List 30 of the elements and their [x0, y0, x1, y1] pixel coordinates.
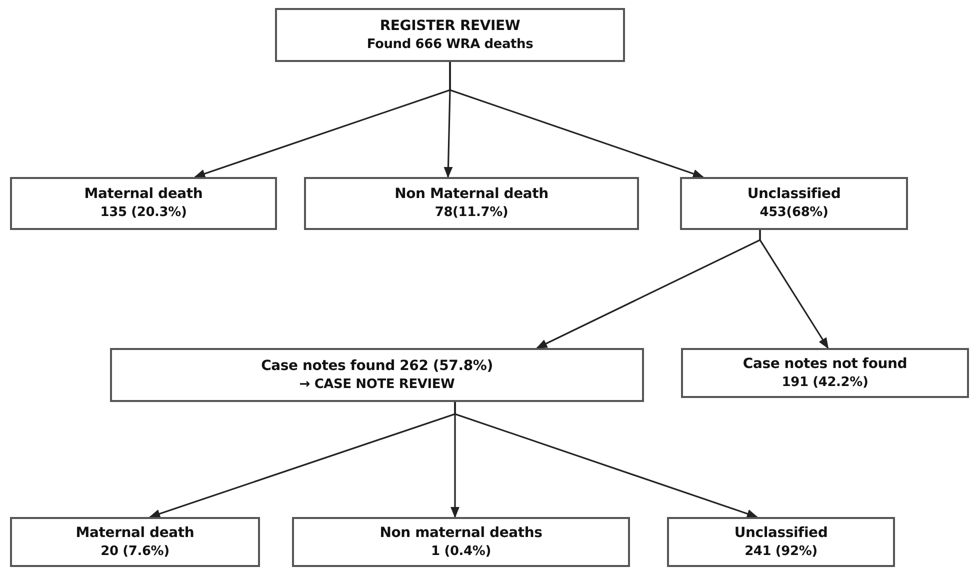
- process-box: [10, 177, 277, 230]
- process-box: [275, 8, 625, 62]
- box-text: 241 (92%): [744, 542, 818, 560]
- box-text: Unclassified: [747, 185, 841, 204]
- process-box: [680, 177, 908, 230]
- box-text: 78(11.7%): [434, 204, 508, 222]
- box-text: Non Maternal death: [394, 185, 548, 204]
- box-text: Non maternal deaths: [380, 524, 542, 543]
- process-box: [10, 517, 260, 567]
- box-text: → CASE NOTE REVIEW: [299, 376, 455, 394]
- box-text: 1 (0.4%): [431, 542, 491, 560]
- process-box: [304, 177, 639, 230]
- process-box: [681, 348, 969, 398]
- box-text: Found 666 WRA deaths: [366, 36, 534, 54]
- box-text: Case notes found 262 (57.8%): [261, 356, 493, 376]
- box-text: Unclassified: [734, 524, 828, 543]
- process-box: [292, 517, 630, 567]
- process-box: [110, 348, 644, 402]
- box-text: Maternal death: [76, 524, 194, 543]
- box-text: REGISTER REVIEW: [380, 16, 520, 36]
- box-text: 453(68%): [760, 204, 828, 222]
- box-text: Case notes not found: [742, 354, 908, 374]
- arrow: [454, 402, 758, 518]
- box-text: 135 (20.3%): [100, 204, 187, 222]
- box-text: 191 (42.2%): [782, 374, 868, 392]
- box-text: Maternal death: [84, 185, 203, 204]
- process-box: [667, 517, 895, 567]
- arrow: [759, 230, 829, 349]
- arrow: [449, 62, 704, 178]
- box-text: 20 (7.6%): [100, 542, 170, 560]
